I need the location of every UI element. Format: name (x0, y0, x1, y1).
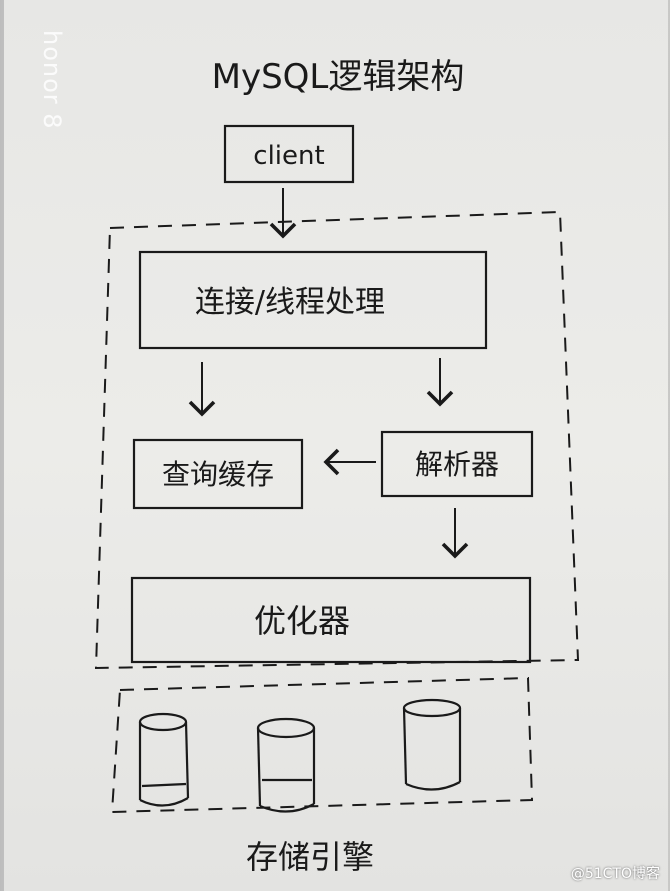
parser-box (380, 430, 534, 498)
server-boundary (94, 210, 580, 670)
query-cache-box (132, 438, 304, 510)
connection-box (138, 250, 488, 350)
database-icon (256, 717, 316, 813)
optimizer-label: 优化器 (254, 602, 350, 640)
database-icon (138, 712, 190, 807)
paper-sheet (4, 0, 668, 891)
client-box (223, 124, 355, 184)
diagram-title: MySQL逻辑架构 (212, 57, 465, 97)
parser-label: 解析器 (415, 448, 499, 481)
storage-engine-label: 存储引擎 (246, 838, 374, 876)
client-label: client (253, 141, 324, 171)
database-icon (402, 698, 462, 791)
optimizer-box (130, 576, 532, 664)
query-cache-label: 查询缓存 (162, 458, 274, 491)
connection-label: 连接/线程处理 (195, 285, 385, 320)
watermark: @51CTO博客 (570, 866, 660, 882)
storage-boundary (110, 676, 534, 814)
